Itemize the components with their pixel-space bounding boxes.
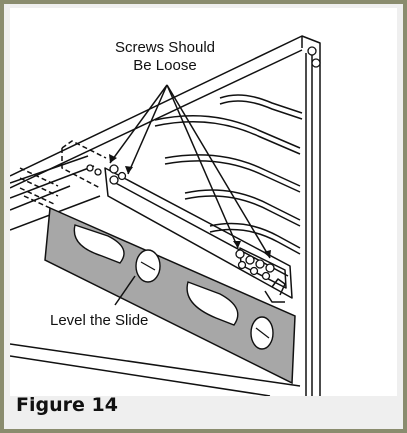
callout-leader [114,275,136,306]
arrowhead [109,154,117,163]
screws-callout-line1: Screws Should [115,39,215,56]
slide-position-ghost [19,140,107,209]
illustration-area: Screws Should Be Loose Level the Slide [9,8,397,397]
arrowhead [125,166,133,174]
slide-bracket [104,167,293,299]
screw-icon [86,46,321,281]
slide-installation-drawing: Screws Should Be Loose Level the Slide [9,35,321,397]
level-callout: Level the Slide [50,312,148,329]
callout-leader [166,84,271,259]
bubble-level-icon [44,206,296,385]
cabinet-outline [9,35,321,396]
drawer-rail [164,154,301,187]
drawer-rail [219,94,303,114]
arrowhead [263,250,271,258]
drawer-rail [184,189,301,221]
screws-callout-line2: Be Loose [133,57,196,74]
callout-leader [166,84,239,249]
arrowhead [233,241,241,248]
drawer-rail [209,222,301,249]
drawer-rail [154,115,301,149]
figure-caption: Figure 14 [16,394,118,416]
callout-leader [127,84,168,175]
callout-leader [109,84,168,164]
